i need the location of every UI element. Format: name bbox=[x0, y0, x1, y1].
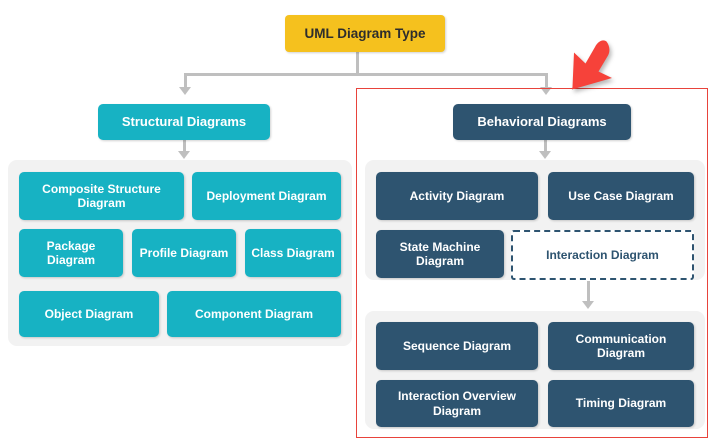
node-component-diagram[interactable]: Component Diagram bbox=[167, 291, 341, 337]
connector-to-behavioral bbox=[545, 73, 548, 90]
red-arrow-cursor-icon bbox=[572, 40, 612, 90]
connector-interaction-to-subpanel bbox=[587, 281, 590, 304]
node-state-machine-diagram[interactable]: State Machine Diagram bbox=[376, 230, 504, 278]
node-interaction-overview-diagram[interactable]: Interaction Overview Diagram bbox=[376, 380, 538, 427]
node-root-uml-diagram-type[interactable]: UML Diagram Type bbox=[285, 15, 445, 52]
node-timing-diagram[interactable]: Timing Diagram bbox=[548, 380, 694, 427]
node-profile-diagram[interactable]: Profile Diagram bbox=[132, 229, 236, 277]
connector-structural-to-panel bbox=[183, 140, 186, 154]
node-activity-diagram[interactable]: Activity Diagram bbox=[376, 172, 538, 220]
connector-behavioral-to-panel bbox=[544, 140, 547, 154]
node-behavioral-diagrams-header[interactable]: Behavioral Diagrams bbox=[453, 104, 631, 140]
node-composite-structure-diagram[interactable]: Composite Structure Diagram bbox=[19, 172, 184, 220]
connector-to-structural bbox=[184, 73, 187, 90]
node-use-case-diagram[interactable]: Use Case Diagram bbox=[548, 172, 694, 220]
node-package-diagram[interactable]: Package Diagram bbox=[19, 229, 123, 277]
node-communication-diagram[interactable]: Communication Diagram bbox=[548, 322, 694, 370]
connector-root-stem bbox=[356, 51, 359, 75]
arrowhead-structural bbox=[179, 87, 191, 95]
node-deployment-diagram[interactable]: Deployment Diagram bbox=[192, 172, 341, 220]
node-class-diagram[interactable]: Class Diagram bbox=[245, 229, 341, 277]
connector-horizontal-bar bbox=[184, 73, 548, 76]
node-sequence-diagram[interactable]: Sequence Diagram bbox=[376, 322, 538, 370]
node-structural-diagrams-header[interactable]: Structural Diagrams bbox=[98, 104, 270, 140]
arrowhead-structural-panel bbox=[178, 151, 190, 159]
arrowhead-behavioral-panel bbox=[539, 151, 551, 159]
node-object-diagram[interactable]: Object Diagram bbox=[19, 291, 159, 337]
arrowhead-behavioral bbox=[540, 87, 552, 95]
arrowhead-interaction-subpanel bbox=[582, 301, 594, 309]
node-interaction-diagram[interactable]: Interaction Diagram bbox=[511, 230, 694, 280]
